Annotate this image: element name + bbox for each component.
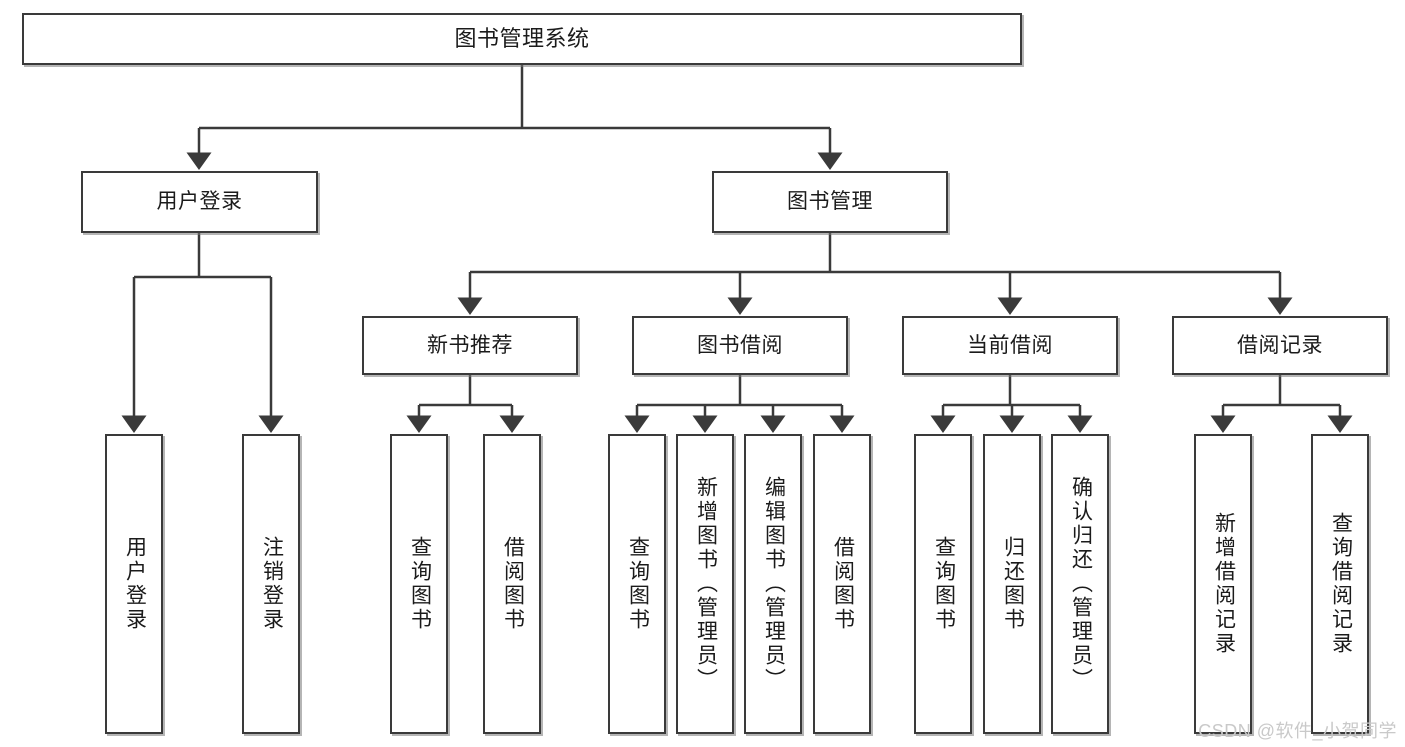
node-leaf-add-record-label: 新增借阅记录	[1212, 512, 1236, 656]
node-current-borrow[interactable]: 当前借阅	[902, 316, 1118, 375]
node-root-label: 图书管理系统	[454, 25, 590, 51]
node-book-borrow-label: 图书借阅	[697, 333, 783, 357]
node-book-manage[interactable]: 图书管理	[712, 171, 948, 233]
node-leaf-user-login[interactable]: 用户登录	[105, 434, 163, 734]
node-leaf-query-book-cur-label: 查询图书	[932, 536, 956, 632]
node-leaf-query-book-rec-label: 查询图书	[408, 536, 432, 632]
connector-group-book-manage	[457, 233, 1293, 315]
connector-group-book-borrow	[624, 375, 855, 433]
node-leaf-query-book-label: 查询图书	[626, 536, 650, 632]
node-leaf-borrow-book-rec[interactable]: 借阅图书	[483, 434, 541, 734]
node-leaf-query-book-rec[interactable]: 查询图书	[390, 434, 448, 734]
node-book-borrow[interactable]: 图书借阅	[632, 316, 848, 375]
node-leaf-return-book-label: 归还图书	[1001, 536, 1025, 632]
node-book-manage-label: 图书管理	[787, 190, 873, 214]
watermark-text: CSDN @软件_小贺同学	[1198, 721, 1397, 741]
node-leaf-query-record[interactable]: 查询借阅记录	[1311, 434, 1369, 734]
node-borrow-record[interactable]: 借阅记录	[1172, 316, 1388, 375]
node-user-login[interactable]: 用户登录	[81, 171, 318, 233]
node-current-borrow-label: 当前借阅	[967, 333, 1053, 357]
node-leaf-borrow-book-rec-label: 借阅图书	[501, 536, 525, 632]
node-leaf-logout-label: 注销登录	[260, 536, 284, 632]
connector-group-new-book-recommend	[406, 375, 525, 433]
connector-group-root	[186, 65, 843, 170]
node-borrow-record-label: 借阅记录	[1237, 333, 1323, 357]
node-leaf-add-book-label: 新增图书（管理员）	[694, 476, 718, 692]
node-leaf-edit-book-label: 编辑图书（管理员）	[762, 476, 786, 692]
connector-group-current-borrow	[930, 375, 1093, 433]
node-leaf-confirm-return-label: 确认归还（管理员）	[1069, 476, 1093, 692]
node-leaf-return-book[interactable]: 归还图书	[983, 434, 1041, 734]
node-user-login-label: 用户登录	[156, 190, 243, 214]
node-leaf-confirm-return[interactable]: 确认归还（管理员）	[1051, 434, 1109, 734]
node-leaf-query-book[interactable]: 查询图书	[608, 434, 666, 734]
node-new-book-recommend-label: 新书推荐	[427, 333, 513, 357]
node-root[interactable]: 图书管理系统	[22, 13, 1022, 65]
node-leaf-borrow-book-label: 借阅图书	[831, 536, 855, 632]
node-leaf-edit-book[interactable]: 编辑图书（管理员）	[744, 434, 802, 734]
node-leaf-user-login-label: 用户登录	[123, 536, 147, 632]
node-leaf-logout[interactable]: 注销登录	[242, 434, 300, 734]
node-leaf-add-book[interactable]: 新增图书（管理员）	[676, 434, 734, 734]
connector-group-user-login	[121, 233, 284, 433]
connector-group-borrow-record	[1210, 375, 1353, 433]
node-leaf-query-book-cur[interactable]: 查询图书	[914, 434, 972, 734]
node-new-book-recommend[interactable]: 新书推荐	[362, 316, 578, 375]
node-leaf-query-record-label: 查询借阅记录	[1329, 512, 1353, 656]
node-leaf-borrow-book[interactable]: 借阅图书	[813, 434, 871, 734]
node-leaf-add-record[interactable]: 新增借阅记录	[1194, 434, 1252, 734]
